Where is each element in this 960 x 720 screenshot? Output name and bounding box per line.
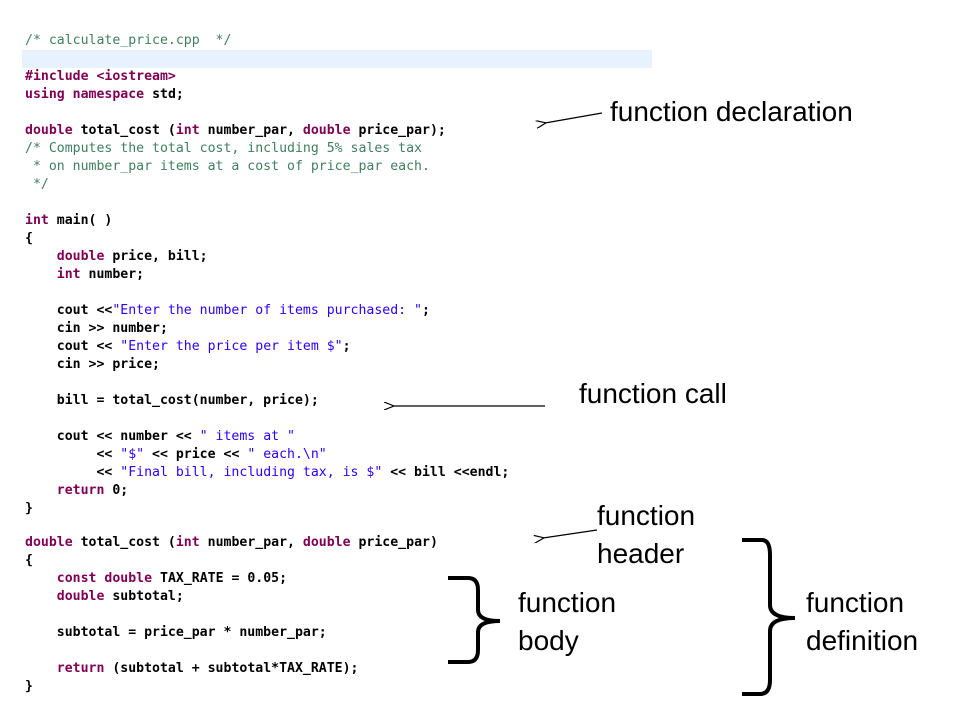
label-function-call: function call xyxy=(579,378,727,409)
code-line: cout <<"Enter the number of items purcha… xyxy=(25,302,430,320)
code-line: { xyxy=(25,553,33,568)
code-keyword: double xyxy=(56,589,105,604)
code-line: using namespace std; xyxy=(25,86,184,104)
code-string: "Enter the number of items purchased: " xyxy=(112,303,422,318)
code-keyword: namespace xyxy=(72,87,145,102)
code-token: (subtotal + subtotal*TAX_RATE); xyxy=(104,661,359,676)
code-token: << price << xyxy=(144,447,248,462)
code-token: cout << number << xyxy=(25,429,200,444)
label-function-declaration: function declaration xyxy=(610,96,853,127)
label-function-definition-line2: definition xyxy=(806,625,919,656)
code-token: << xyxy=(25,447,121,462)
code-token: ; xyxy=(422,303,430,318)
label-function-body-line1: function xyxy=(518,587,617,618)
code-token xyxy=(25,267,57,282)
code-line: #include <iostream> xyxy=(25,68,176,86)
code-line: return (subtotal + subtotal*TAX_RATE); xyxy=(25,660,359,678)
code-token: cout << xyxy=(25,339,121,354)
code-keyword: using xyxy=(25,87,65,102)
code-token: number_par, xyxy=(199,535,303,550)
code-line: cin >> price; xyxy=(25,357,160,372)
code-token xyxy=(25,249,57,264)
code-line: cout << "Enter the price per item $"; xyxy=(25,338,351,356)
code-keyword: double xyxy=(302,123,351,138)
code-keyword: double xyxy=(56,249,105,264)
code-keyword: int xyxy=(175,535,200,550)
code-token: cout << xyxy=(25,303,113,318)
code-line: double total_cost (int number_par, doubl… xyxy=(25,122,446,140)
label-function-body-line2: body xyxy=(518,625,579,656)
code-keyword: const xyxy=(56,571,97,586)
code-keyword: int xyxy=(175,123,200,138)
code-line: } xyxy=(25,679,33,694)
code-keyword: return xyxy=(56,661,105,676)
code-token: ; xyxy=(342,339,351,354)
code-token xyxy=(65,87,73,102)
code-line: } xyxy=(25,501,33,516)
label-function-header-line1: function xyxy=(597,500,696,531)
code-token: total_cost ( xyxy=(72,123,176,138)
code-keyword: int xyxy=(25,213,49,228)
label-function-definition-line1: function xyxy=(806,587,905,618)
code-token xyxy=(25,661,57,676)
code-keyword: double xyxy=(104,571,153,586)
code-line: double price, bill; xyxy=(25,248,208,266)
code-token xyxy=(25,483,57,498)
code-line: << "Final bill, including tax, is $" << … xyxy=(25,464,509,482)
label-function-header-line2: header xyxy=(597,538,685,569)
code-line: int main( ) xyxy=(25,212,112,230)
code-line: */ xyxy=(25,177,49,192)
code-token: << bill <<endl; xyxy=(382,465,510,480)
code-token: std; xyxy=(144,87,184,102)
code-string: "$" xyxy=(120,447,145,462)
code-string: " each.\n" xyxy=(247,447,327,462)
code-token: main( ) xyxy=(48,213,113,228)
code-line: << "$" << price << " each.\n" xyxy=(25,446,327,464)
code-keyword: return xyxy=(56,483,105,498)
code-line: /* calculate_price.cpp */ xyxy=(25,33,232,48)
code-line: * on number_par items at a cost of price… xyxy=(25,159,430,174)
code-token: subtotal; xyxy=(104,589,184,604)
code-keyword: double xyxy=(25,535,73,550)
code-token: price_par) xyxy=(350,535,438,550)
code-string: "Enter the price per item $" xyxy=(120,339,343,354)
code-string: "Final bill, including tax, is $" xyxy=(120,465,383,480)
code-string: " items at " xyxy=(199,429,295,444)
code-token: price_par); xyxy=(350,123,446,138)
code-line: double total_cost (int number_par, doubl… xyxy=(25,534,438,552)
brace-function-definition xyxy=(742,538,796,696)
code-line: { xyxy=(25,231,33,246)
code-line: subtotal = price_par * number_par; xyxy=(25,625,327,640)
code-token: price, bill; xyxy=(104,249,208,264)
code-keyword: int xyxy=(56,267,81,282)
code-line: int number; xyxy=(25,266,144,284)
code-line: double subtotal; xyxy=(25,588,184,606)
code-keyword: <iostream> xyxy=(88,69,176,84)
code-token: << xyxy=(25,465,121,480)
code-line: cout << number << " items at " xyxy=(25,428,295,446)
code-token: total_cost ( xyxy=(72,535,176,550)
code-keyword: #include xyxy=(25,69,89,84)
code-line: const double TAX_RATE = 0.05; xyxy=(25,570,287,588)
code-line: bill = total_cost(number, price); xyxy=(25,393,319,408)
code-token xyxy=(25,571,57,586)
code-listing: /* calculate_price.cpp */ #include <iostr… xyxy=(22,33,652,694)
code-token: number; xyxy=(80,267,145,282)
code-token: TAX_RATE = 0.05; xyxy=(152,571,288,586)
code-token xyxy=(25,589,57,604)
code-line: return 0; xyxy=(25,482,128,500)
code-keyword: double xyxy=(25,123,73,138)
code-token: 0; xyxy=(104,483,129,498)
code-token: number_par, xyxy=(199,123,303,138)
code-line: /* Computes the total cost, including 5%… xyxy=(25,141,422,156)
code-keyword: double xyxy=(302,535,351,550)
code-line: cin >> number; xyxy=(25,321,168,336)
current-line-highlight xyxy=(22,50,652,68)
